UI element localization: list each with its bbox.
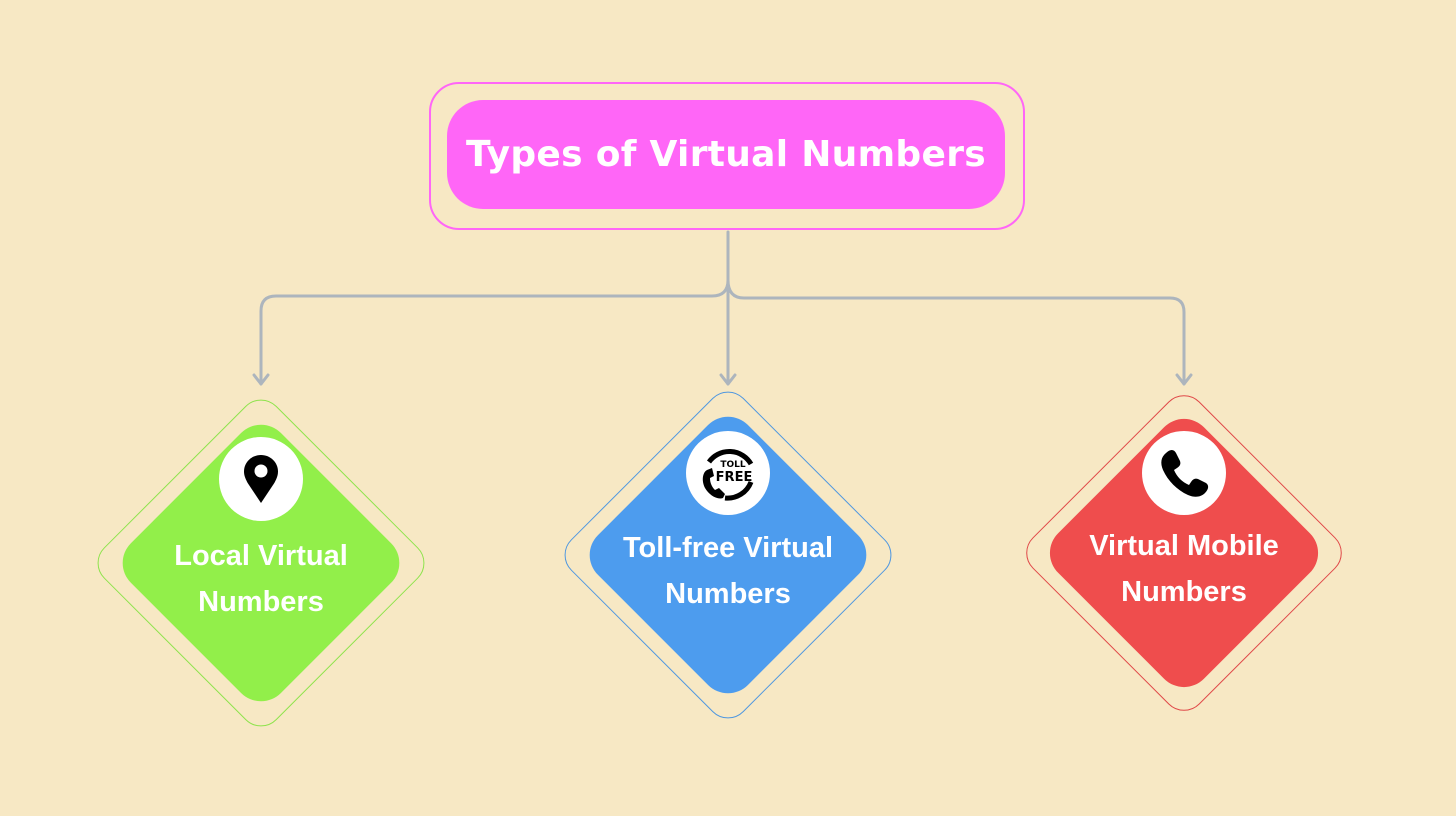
- diagram-title: Types of Virtual Numbers: [466, 134, 986, 175]
- node-local-virtual-numbers: Local Virtual Numbers: [81, 383, 441, 743]
- location-pin-icon: [244, 455, 278, 503]
- arrowhead-right: [1175, 373, 1193, 386]
- label-line-2: Numbers: [665, 578, 791, 610]
- node-toll-free-virtual-numbers: TOLL FREE Toll-free Virtual Numbers: [548, 375, 908, 735]
- arrowhead-center: [719, 373, 737, 386]
- node-label: Virtual Mobile Numbers: [1004, 523, 1364, 615]
- node-label: Toll-free Virtual Numbers: [548, 525, 908, 617]
- node-virtual-mobile-numbers: Virtual Mobile Numbers: [1004, 373, 1364, 733]
- svg-text:TOLL: TOLL: [720, 460, 746, 470]
- arrowhead-left: [252, 373, 270, 386]
- icon-badge: [219, 437, 303, 521]
- connector-left: [259, 278, 730, 386]
- phone-icon: [1161, 450, 1209, 497]
- label-line-1: Local Virtual: [174, 540, 348, 572]
- label-line-2: Numbers: [198, 586, 324, 618]
- node-label: Local Virtual Numbers: [81, 533, 441, 625]
- label-line-1: Virtual Mobile: [1089, 530, 1279, 562]
- toll-free-icon: TOLL FREE: [702, 449, 754, 501]
- svg-text:FREE: FREE: [716, 470, 753, 485]
- label-line-1: Toll-free Virtual: [622, 532, 834, 564]
- title-frame: [429, 82, 1025, 230]
- label-line-2: Numbers: [1121, 576, 1247, 608]
- title-box: Types of Virtual Numbers: [447, 100, 1005, 209]
- icon-badge: TOLL FREE: [686, 431, 770, 515]
- connector-right: [726, 278, 1186, 386]
- icon-badge: [1142, 431, 1226, 515]
